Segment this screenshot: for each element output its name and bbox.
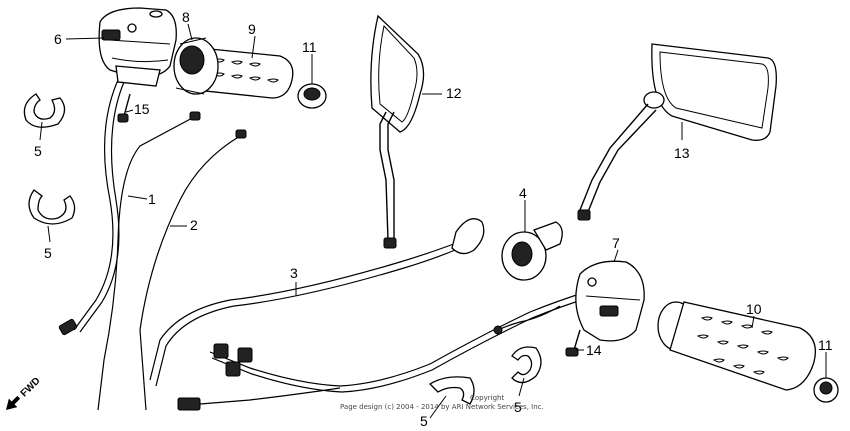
bar-end-weight-top <box>297 83 327 109</box>
copyright-line-1: Copyright <box>470 394 504 402</box>
callout-6: 6 <box>54 31 62 47</box>
cable-clamp-left-top <box>23 93 66 128</box>
callout-14: 14 <box>586 342 602 358</box>
callout-labels: 6 8 9 11 12 15 5 1 2 5 3 4 7 13 10 14 11… <box>34 9 833 429</box>
callout-10: 10 <box>746 301 762 317</box>
callout-2: 2 <box>190 217 198 233</box>
throttle-cables <box>58 79 247 411</box>
callout-5: 5 <box>514 399 522 415</box>
screw-15 <box>117 93 131 123</box>
callout-11: 11 <box>818 337 833 353</box>
cable-clamp-left-bottom <box>28 189 76 225</box>
copyright-line-2: Page design (c) 2004 - 2014 by ARI Netwo… <box>340 403 544 411</box>
callout-11: 11 <box>302 39 317 55</box>
callout-5: 5 <box>420 413 428 429</box>
cable-clamp-bottom-right <box>511 346 542 384</box>
right-switch-housing <box>575 260 645 342</box>
copyright-notice: Copyright Page design (c) 2004 - 2014 by… <box>340 394 544 411</box>
left-mirror <box>370 14 425 249</box>
callout-9: 9 <box>248 21 256 37</box>
throttle-sleeve <box>173 37 219 95</box>
right-grip <box>657 301 817 391</box>
callout-8: 8 <box>182 9 190 25</box>
left-switch-housing <box>98 7 177 87</box>
wiring-harness <box>149 218 589 411</box>
callout-5: 5 <box>34 143 42 159</box>
right-mirror <box>577 43 777 221</box>
callout-15: 15 <box>134 101 150 117</box>
left-grip <box>195 47 294 99</box>
callout-7: 7 <box>612 235 620 251</box>
screw-14 <box>565 329 581 357</box>
callout-4: 4 <box>519 185 527 201</box>
part-4-cover <box>501 221 563 281</box>
leader-lines <box>39 23 827 419</box>
forward-arrow-icon <box>6 395 21 410</box>
bar-end-weight-bottom <box>813 377 839 403</box>
callout-3: 3 <box>290 265 298 281</box>
callout-1: 1 <box>148 191 156 207</box>
callout-5: 5 <box>44 245 52 261</box>
callout-12: 12 <box>446 85 462 101</box>
cable-clamp-bottom-left <box>428 376 475 405</box>
forward-direction-indicator: FWD <box>6 376 43 410</box>
callout-13: 13 <box>674 145 690 161</box>
fwd-label: FWD <box>19 376 43 400</box>
